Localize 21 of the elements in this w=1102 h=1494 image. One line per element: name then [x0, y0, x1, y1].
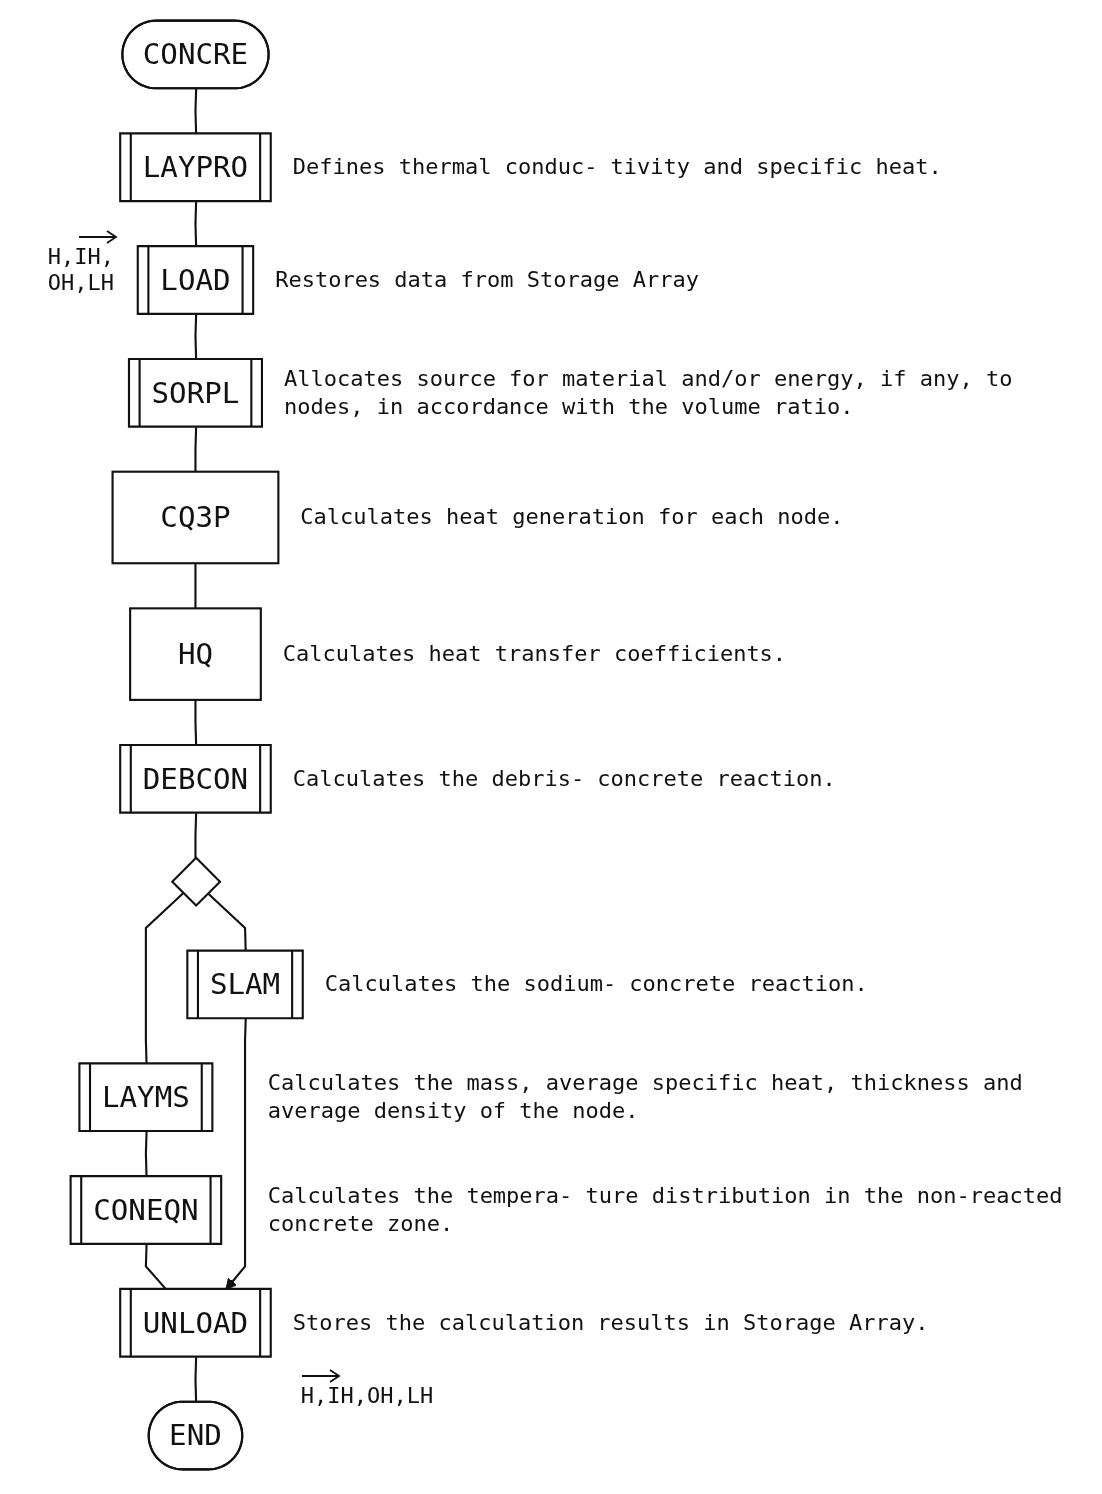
connector — [194, 201, 198, 247]
description-text: Calculates heat transfer coefficients. — [282, 640, 788, 669]
data-label: H,IH,OH,LH — [300, 1382, 434, 1409]
description-text: Calculates the tempera- ture distribution in the non-reacted concrete zone. — [267, 1182, 1064, 1238]
description-text: Calculates heat generation for each node. — [300, 503, 845, 532]
node-box: CQ3P — [111, 470, 280, 565]
connector — [194, 563, 197, 609]
node-box: HQ — [129, 607, 262, 701]
description-text: Stores the calculation results in Storage Array. — [292, 1308, 930, 1337]
data-label: H,IH, OH,LH — [47, 244, 115, 297]
description-text: Calculates the mass, average specific heat, thickness and average density of the node. — [267, 1069, 1024, 1126]
description-text: Allocates source for material and/or energy, if any, to nodes, in accordance with the volume ratio. — [283, 364, 1014, 421]
description-text: Restores data from Storage Array — [275, 266, 700, 294]
connector — [144, 1131, 148, 1177]
description-text: Calculates the sodium- concrete reaction. — [324, 970, 869, 999]
connector — [194, 427, 198, 472]
connector — [194, 813, 198, 858]
description-text: Calculates the debris- concrete reaction. — [292, 764, 837, 793]
node-diamond — [170, 856, 222, 907]
connector — [194, 699, 198, 746]
description-text: Defines thermal conduc- tivity and specific heat. — [292, 153, 943, 182]
